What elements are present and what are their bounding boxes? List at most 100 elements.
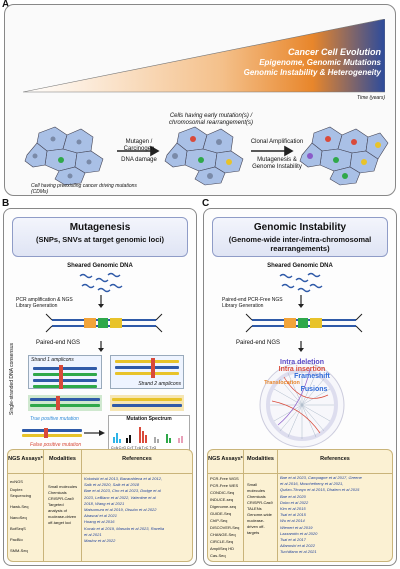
assay-item: BotSeqS	[10, 526, 26, 531]
mutagenesis-table: NGS Assays* ecNGS Duplex Sequencing Hawk…	[7, 449, 193, 562]
single-stranded-label-wrap: Single-stranded DNA consensus	[6, 343, 20, 415]
down-arrow-icon-2	[98, 341, 104, 352]
modalities-column-c: Modalities Small molecules Chemicals CRI…	[244, 450, 278, 561]
genomic-instability-header: Genomic Instability (Genome-wide inter-/…	[212, 217, 388, 257]
references-column: References Kokotski et al 2013, Bavarahl…	[82, 450, 192, 561]
circos-label-translocation: Translocation	[264, 380, 300, 386]
circos-label-frameshift: Frameshift	[294, 373, 330, 380]
strand2-label: Strand 2 amplicons	[138, 381, 181, 387]
genomic-instability-table: NGS Assays* PCR-Free WGS PCR-Free WES CO…	[207, 449, 393, 562]
reference-item: Tsai et al 2017	[280, 537, 306, 543]
evolution-line-1: Cancer Cell Evolution	[287, 47, 381, 57]
spectrum-bars	[113, 427, 183, 443]
cluster-normal	[24, 126, 104, 186]
modality-item: Genome-wide nuclease-driven off-targets	[247, 512, 272, 535]
assay-item: PacBio	[10, 537, 23, 542]
strand2-box: Strand 2 amplicons	[110, 355, 184, 389]
reference-item: Lazzarotto et al 2020	[280, 530, 318, 536]
modalities-header: Modalities	[44, 450, 81, 474]
assays-header: NGS Assays*	[8, 450, 43, 474]
mutagen-label: Mutagen / Carcinogen	[123, 139, 155, 152]
genomic-instability-subtitle: (Genome-wide inter-/intra-chromosomal re…	[228, 235, 372, 253]
panel-c: Genomic Instability (Genome-wide inter-/…	[203, 208, 397, 566]
spectrum-x-labels: C>A C>G C>T T>A T>C T>G	[111, 446, 157, 450]
reference-item: 2023, LeBlanc et al 2022, Valentine et a…	[84, 494, 156, 500]
assay-item: CHANGE-Seq	[210, 532, 236, 537]
panel-b: Mutagenesis (SNPs, SNVs at target genomi…	[3, 208, 197, 566]
assay-item: SMM-Seq	[10, 548, 28, 553]
reference-item: Dobo et al 2022	[280, 499, 309, 505]
assay-item: INDUCE-seq	[210, 497, 234, 502]
dna-fragments-icon	[79, 272, 123, 293]
modality-item: Targeted analysis of nuclease-driven off…	[48, 502, 77, 525]
modalities-header-c: Modalities	[244, 450, 277, 474]
circos-label-insertion: Intra insertion	[278, 366, 326, 373]
reference-item: et al 2016, Moschetheny et al 2021,	[280, 481, 344, 487]
reference-item: Tuchiliano et al 2021	[280, 549, 317, 555]
preexisting-label: Cell having preexisting cancer driving m…	[31, 183, 137, 195]
modality-item: Chemicals	[247, 494, 266, 499]
adapter-construct	[45, 313, 163, 333]
evolution-triangle	[23, 19, 385, 93]
references-header-c: References	[278, 450, 392, 474]
reference-item: Hoang et al 2016	[84, 519, 115, 525]
assay-item: DISCOVER-Seq	[210, 525, 240, 530]
modality-item: TALENs	[247, 506, 262, 511]
assays-column-c: NGS Assays* PCR-Free WGS PCR-Free WES CO…	[208, 450, 244, 561]
assay-item: ecNGS	[10, 479, 23, 484]
strand1-box: Strand 1 amplicons	[28, 355, 102, 389]
assay-item: GUIDE-Seq	[210, 511, 232, 516]
assays-column: NGS Assays* ecNGS Duplex Sequencing Hawk…	[8, 450, 44, 561]
reference-item: Wu et al 2014	[280, 518, 305, 524]
evolution-line-3: Genomic Instability & Heterogeneity	[243, 68, 381, 77]
assay-item: NanoSeq	[10, 515, 27, 520]
reference-item: Bae et al 2023, Campagne et al 2017, Gre…	[280, 475, 362, 480]
references-column-c: References Bae et al 2023, Campagne et a…	[278, 450, 392, 561]
panel-a: Cancer Cell Evolution Epigenome, Genomic…	[4, 4, 396, 196]
reference-item: Maslov et al 2022	[84, 538, 116, 544]
mutagenesis-header: Mutagenesis (SNPs, SNVs at target genomi…	[12, 217, 188, 257]
clonal-label: Clonal Amplification	[250, 139, 304, 145]
modalities-list-c: Small molecules Chemicals CRISPR-Cas9 TA…	[244, 474, 277, 536]
circos-label-deletion: Intra deletion	[280, 359, 324, 366]
down-arrow-icon-c2	[298, 341, 304, 352]
circos-label-fusions: Fusions	[300, 386, 328, 393]
consensus-strands	[28, 395, 102, 411]
right-arrow-icon	[84, 430, 105, 436]
assay-item: Digenome-seq	[210, 504, 237, 509]
mutation-spectrum: Mutation Spectrum C>A C>G C>T T>A T>C T>…	[108, 415, 190, 451]
modality-item: CRISPR-Cas9	[48, 496, 74, 501]
modality-item: Small molecules	[247, 482, 266, 493]
assay-item: PCR-Free WES	[210, 483, 239, 488]
reference-item: Wienert et al 2019	[280, 524, 313, 530]
dna-damage-label: DNA damage	[121, 157, 157, 163]
reference-item: 2018, Wang et al 2021	[84, 500, 125, 506]
pcr-free-label: Paired-end PCR-Free NGS Library Generati…	[222, 297, 283, 309]
panel-b-letter: B	[2, 198, 10, 209]
mutagenesis-title: Mutagenesis	[69, 222, 131, 233]
assay-item: Cas-Seq	[210, 553, 226, 558]
reference-item: Matsumura et al 2019, Otsubo et al 2022	[84, 507, 157, 513]
paired-ngs-label-c: Paired-end NGS	[236, 340, 281, 346]
modalities-column: Modalities Small molecules Chemicals CRI…	[44, 450, 82, 561]
down-arrow-icon-c	[298, 295, 304, 308]
assay-item: PCR-Free WGS	[210, 476, 239, 481]
strand1-label: Strand 1 amplicons	[31, 357, 74, 363]
single-stranded-label: Single-stranded DNA consensus	[9, 343, 15, 415]
paired-ngs-label: Paired-end NGS	[36, 340, 81, 346]
reference-item: Quitzo-Tlmayo et al 2015, Dhalem et al 2…	[280, 487, 360, 493]
assay-item: CIRCLE-Seq	[210, 539, 234, 544]
circos-labels: Intra deletion Intra insertion Frameshif…	[244, 359, 360, 393]
reference-item: Kokotski et al 2013, Bavarahleva et al 2…	[84, 476, 163, 481]
mutagenesis-subtitle: (SNPs, SNVs at target genomic loci)	[36, 235, 164, 244]
early-mutation-label: Cells having early mutation(s) / chromos…	[168, 113, 254, 126]
assays-list-c: PCR-Free WGS PCR-Free WES CONDIC-Seq IND…	[208, 474, 243, 559]
time-label: Time (years)	[356, 95, 385, 101]
reference-item: Abascal et al 2021	[84, 513, 117, 519]
true-positive-label: True positive mutation	[30, 416, 79, 422]
down-arrow-icon	[98, 295, 104, 308]
cell-clusters	[24, 126, 389, 186]
assay-item: Duplex Sequencing	[10, 487, 32, 498]
cluster-early	[164, 126, 244, 186]
cluster-clonal	[299, 126, 389, 186]
